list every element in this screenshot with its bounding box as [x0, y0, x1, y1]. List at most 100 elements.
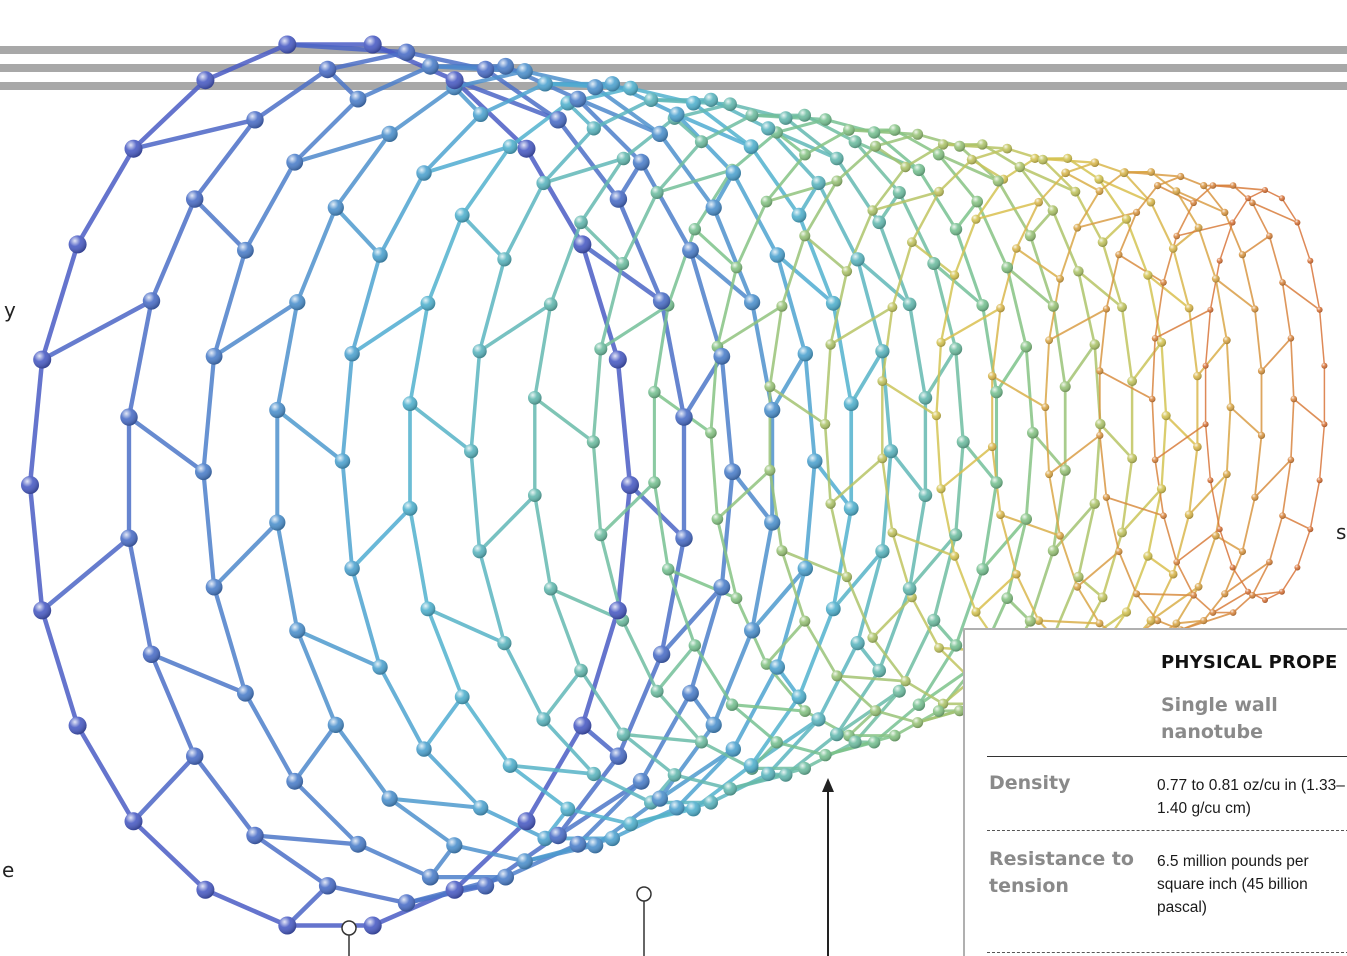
- carbon-atom: [811, 175, 826, 191]
- bond-line: [803, 180, 839, 237]
- bond-line: [423, 144, 511, 175]
- carbon-atom: [445, 880, 464, 899]
- carbon-atom: [977, 139, 988, 150]
- bond-line: [1105, 497, 1120, 552]
- bond-line: [776, 253, 835, 305]
- bond-line: [1074, 191, 1104, 243]
- carbon-atom: [1262, 187, 1268, 193]
- bond-line: [1098, 308, 1108, 371]
- bond-line: [193, 197, 247, 252]
- carbon-atom: [318, 60, 337, 79]
- bond-line: [1251, 202, 1271, 237]
- bond-line: [1123, 172, 1152, 203]
- carbon-atom: [1001, 261, 1013, 274]
- carbon-atom: [1249, 592, 1256, 599]
- carbon-atom: [1200, 617, 1208, 625]
- bond-line: [1147, 274, 1190, 309]
- bond-line: [897, 191, 936, 265]
- carbon-atom: [1251, 493, 1259, 501]
- carbon-atom: [807, 453, 823, 469]
- carbon-atom: [549, 111, 567, 129]
- carbon-atom: [205, 347, 223, 365]
- carbon-atom: [1160, 512, 1167, 519]
- carbon-atom: [761, 121, 776, 136]
- carbon-atom: [1202, 421, 1209, 428]
- carbon-atom: [528, 391, 542, 405]
- carbon-atom: [1200, 182, 1208, 190]
- bond-line: [853, 690, 901, 744]
- carbon-atom: [608, 601, 627, 620]
- carbon-atom: [1229, 564, 1236, 571]
- carbon-atom: [536, 175, 551, 191]
- carbon-atom: [1168, 569, 1178, 579]
- bond-line: [149, 653, 197, 758]
- bond-line: [1212, 184, 1266, 191]
- bond-line: [1296, 222, 1312, 262]
- carbon-atom: [1229, 609, 1237, 616]
- carbon-atom: [705, 199, 722, 216]
- bond-line: [1151, 338, 1156, 400]
- carbon-atom: [543, 581, 558, 596]
- carbon-atom: [900, 676, 911, 687]
- bond-line: [453, 843, 526, 864]
- bond-line: [769, 385, 826, 426]
- carbon-atom: [1117, 527, 1127, 538]
- carbon-atom: [1047, 300, 1059, 312]
- carbon-atom: [744, 622, 761, 639]
- carbon-atom: [1173, 232, 1180, 240]
- bond-line: [1212, 590, 1249, 614]
- edge-fragment-left-top: y: [4, 298, 16, 322]
- carbon-atom: [1216, 526, 1223, 533]
- carbon-atom: [907, 237, 917, 248]
- carbon-atom: [730, 261, 743, 274]
- bond-line: [1076, 586, 1101, 624]
- bond-line: [1077, 271, 1096, 345]
- carbon-atom: [798, 761, 811, 775]
- bond-line: [1135, 593, 1159, 622]
- bond-line: [1281, 459, 1292, 516]
- bond-line: [40, 243, 80, 361]
- bond-line: [1015, 201, 1040, 249]
- carbon-atom: [632, 153, 650, 171]
- carbon-atom: [870, 140, 881, 152]
- bond-line: [688, 249, 724, 357]
- bond-line: [847, 709, 877, 737]
- edge-fragment-right-mid: s: [1336, 520, 1347, 544]
- bond-line: [533, 396, 595, 444]
- bond-line: [371, 42, 456, 83]
- bond-line: [556, 754, 621, 837]
- carbon-atom: [1132, 590, 1141, 598]
- carbon-atom: [497, 252, 512, 267]
- bond-line: [1037, 172, 1067, 203]
- carbon-atom: [1047, 205, 1059, 216]
- bond-line: [408, 302, 430, 405]
- bond-line: [502, 182, 546, 261]
- carbon-atom: [574, 663, 588, 678]
- bond-line: [1309, 480, 1321, 530]
- carbon-atom: [1194, 223, 1203, 232]
- carbon-atom: [675, 408, 693, 426]
- bond-line: [855, 258, 885, 352]
- carbon-atom: [675, 529, 693, 547]
- bond-line: [652, 482, 670, 570]
- carbon-atom: [760, 658, 773, 670]
- bond-line: [715, 518, 738, 599]
- carbon-atom: [778, 768, 793, 782]
- carbon-atom: [723, 782, 737, 796]
- carbon-atom: [872, 215, 886, 230]
- carbon-atom: [1173, 558, 1180, 566]
- carbon-atom: [516, 853, 533, 870]
- carbon-atom: [1226, 403, 1235, 412]
- bond-line: [981, 482, 999, 570]
- bond-line: [836, 674, 906, 683]
- carbon-atom: [934, 643, 944, 653]
- carbon-atom: [912, 717, 924, 729]
- carbon-atom: [536, 712, 551, 727]
- bond-line: [27, 484, 45, 611]
- bond-line: [388, 796, 456, 847]
- bond-line: [593, 98, 652, 130]
- carbon-atom: [725, 165, 741, 181]
- bond-line: [1218, 222, 1234, 262]
- carbon-atom: [609, 747, 628, 765]
- bond-line: [823, 424, 832, 504]
